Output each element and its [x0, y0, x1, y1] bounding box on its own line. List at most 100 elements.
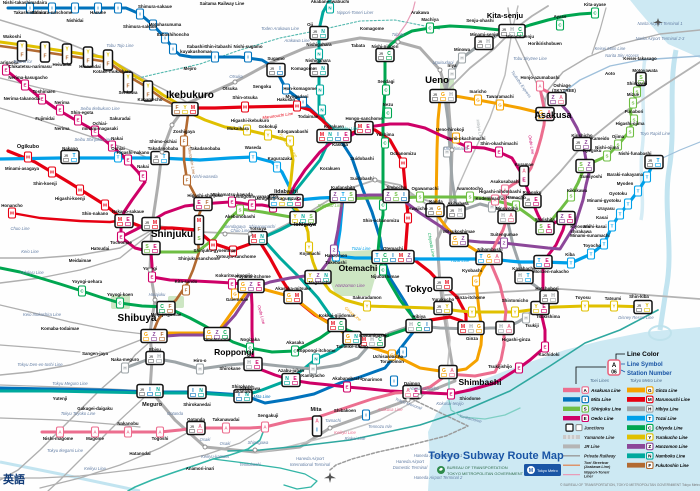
svg-text:Funabori: Funabori [625, 109, 644, 114]
svg-text:M: M [211, 243, 215, 248]
svg-text:Shinjuku Line: Shinjuku Line [317, 203, 343, 208]
svg-text:S: S [632, 118, 635, 123]
svg-text:Iidabashi: Iidabashi [274, 189, 298, 195]
svg-text:Daimon: Daimon [404, 381, 420, 386]
svg-text:N: N [318, 88, 321, 93]
svg-text:N: N [245, 392, 249, 398]
svg-text:E: E [543, 345, 546, 350]
svg-text:Keio Inokashira Line: Keio Inokashira Line [23, 312, 62, 317]
svg-text:S: S [349, 192, 353, 198]
svg-text:Kita-senju: Kita-senju [487, 11, 524, 20]
svg-text:T: T [646, 175, 649, 180]
svg-text:N: N [260, 234, 264, 240]
svg-text:Chiyoda Line: Chiyoda Line [427, 232, 436, 258]
svg-text:Nakano: Nakano [62, 146, 78, 151]
svg-text:Fukutoshin Line: Fukutoshin Line [186, 145, 196, 176]
svg-text:C: C [378, 337, 382, 343]
svg-text:Shibakoen: Shibakoen [334, 408, 357, 413]
svg-text:H: H [198, 367, 201, 372]
svg-text:Ryogoku: Ryogoku [583, 148, 602, 153]
svg-text:Myoden: Myoden [617, 181, 634, 186]
svg-text:Yotsuya: Yotsuya [250, 226, 267, 231]
svg-text:E: E [584, 416, 587, 421]
svg-text:Senkawa: Senkawa [119, 90, 138, 95]
svg-text:Y: Y [106, 53, 110, 59]
svg-text:JR: JR [270, 67, 275, 71]
svg-text:Kasuga: Kasuga [332, 142, 348, 147]
svg-text:S: S [394, 192, 398, 198]
svg-text:H: H [409, 322, 413, 328]
svg-text:I: I [247, 55, 248, 60]
svg-text:C: C [593, 11, 597, 16]
svg-text:H: H [157, 354, 161, 360]
svg-text:A: A [263, 425, 267, 430]
svg-text:Namboku Line: Namboku Line [656, 454, 686, 459]
svg-text:Akasaka-mitsuke: Akasaka-mitsuke [275, 286, 311, 291]
svg-text:T: T [656, 158, 659, 164]
svg-text:Senju-ohashi: Senju-ohashi [466, 18, 494, 23]
svg-text:T: T [162, 154, 165, 160]
svg-text:Y: Y [20, 44, 24, 50]
svg-text:I: I [337, 132, 339, 138]
svg-text:Roppongi-itchome: Roppongi-itchome [297, 348, 336, 353]
svg-text:Takanawa: Takanawa [240, 386, 261, 391]
svg-text:JR: JR [145, 221, 150, 225]
svg-text:N: N [288, 197, 292, 203]
svg-text:S: S [635, 90, 638, 95]
svg-text:M: M [406, 216, 410, 221]
svg-text:E: E [150, 275, 153, 280]
svg-text:C: C [384, 88, 388, 93]
svg-text:Yoyogi-uehara: Yoyogi-uehara [72, 279, 103, 284]
svg-text:Uguisudani: Uguisudani [433, 60, 455, 65]
svg-text:E: E [119, 235, 122, 240]
svg-text:Toyo Rapid Line: Toyo Rapid Line [640, 131, 671, 136]
svg-text:Okachimachi: Okachimachi [444, 146, 469, 151]
svg-text:Tsukiji: Tsukiji [525, 323, 539, 328]
svg-text:Monzen-nakacho: Monzen-nakacho [533, 269, 569, 274]
svg-text:H: H [469, 324, 473, 330]
svg-text:Keisei-takasago: Keisei-takasago [623, 56, 657, 61]
svg-text:F: F [205, 200, 208, 206]
svg-text:I: I [402, 350, 403, 355]
svg-text:N: N [648, 454, 652, 459]
svg-text:Haneda Airport: Haneda Airport [296, 456, 325, 461]
svg-text:Y: Y [183, 105, 187, 111]
svg-text:H: H [445, 150, 448, 155]
svg-text:Marunouchi Line: Marunouchi Line [262, 111, 294, 120]
svg-text:G: G [476, 98, 480, 103]
svg-text:F: F [160, 332, 163, 338]
svg-text:E: E [522, 178, 526, 184]
svg-text:JR: JR [478, 40, 483, 44]
svg-text:JR: JR [543, 294, 548, 298]
svg-text:E: E [23, 83, 26, 88]
svg-text:I: I [426, 322, 428, 328]
svg-text:Otemachi: Otemachi [339, 263, 378, 273]
svg-text:Tsukijishijo: Tsukijishijo [488, 364, 512, 369]
svg-text:Haneda Airport Terminal 2: Haneda Airport Terminal 2 [414, 475, 463, 480]
svg-text:E: E [296, 197, 300, 203]
svg-text:Hibiya Line: Hibiya Line [475, 119, 484, 141]
svg-text:Y: Y [534, 304, 538, 310]
svg-text:Y: Y [293, 214, 297, 220]
svg-text:F: F [20, 53, 23, 59]
svg-text:Shimura-sakaue: Shimura-sakaue [123, 24, 157, 29]
svg-text:Saitama Railway Line: Saitama Railway Line [200, 1, 245, 6]
svg-text:Z: Z [584, 140, 587, 146]
svg-text:Hongo-sanchome: Hongo-sanchome [345, 116, 383, 121]
svg-text:Oji: Oji [307, 22, 313, 27]
svg-text:Akabane-iwabuchi: Akabane-iwabuchi [311, 0, 350, 4]
svg-text:I: I [585, 397, 586, 402]
svg-text:A: A [406, 388, 410, 394]
svg-text:Azabu-juban: Azabu-juban [278, 368, 305, 373]
svg-text:M: M [295, 104, 299, 109]
svg-text:I: I [74, 6, 75, 11]
svg-text:C: C [558, 23, 562, 28]
svg-text:M: M [26, 155, 30, 160]
svg-text:Shin-nakano: Shin-nakano [82, 211, 109, 216]
svg-text:Motoyawata: Motoyawata [632, 68, 658, 73]
svg-text:Nishi-ojima: Nishi-ojima [595, 145, 619, 150]
svg-text:H: H [524, 316, 527, 321]
svg-text:T: T [627, 202, 630, 207]
svg-text:Disney Resort Line: Disney Resort Line [618, 315, 654, 320]
svg-text:Nippori-Toneri Liner: Nippori-Toneri Liner [337, 10, 374, 15]
